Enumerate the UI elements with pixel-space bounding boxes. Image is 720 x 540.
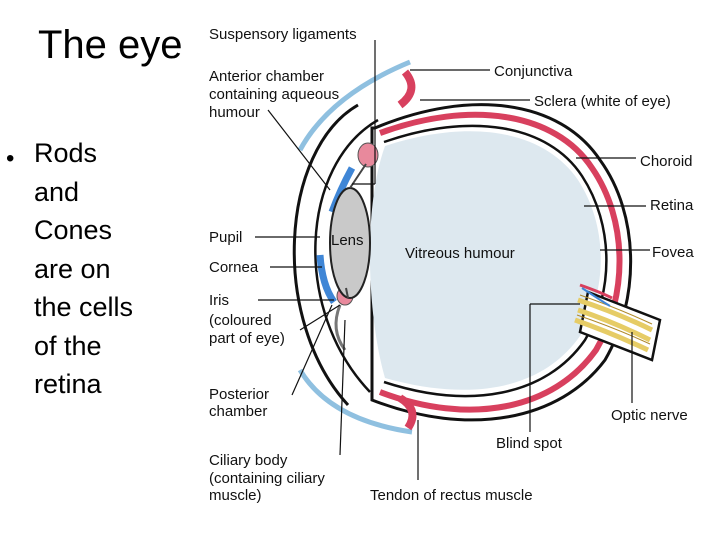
retina-layer (383, 124, 608, 398)
ciliary-body-lower (334, 304, 347, 351)
label-retina: Retina (650, 197, 694, 214)
label-pupil: Pupil (209, 229, 242, 246)
label-anterior-2: containing aqueous (209, 86, 339, 103)
bullet-line: retina (34, 369, 102, 399)
label-choroid: Choroid (640, 153, 693, 170)
label-blind: Blind spot (496, 435, 563, 452)
label-ciliary-3: muscle) (209, 487, 262, 504)
label-cornea: Cornea (209, 259, 259, 276)
bullet-line: the cells (34, 292, 134, 322)
label-ciliary-1: Ciliary body (209, 452, 288, 469)
conjunctiva-upper (297, 59, 411, 152)
tendon-lower (397, 394, 417, 431)
conjunctiva-lower (297, 368, 413, 435)
label-sclera: Sclera (white of eye) (534, 93, 671, 110)
vitreous-body (369, 131, 601, 390)
bullet-text: Rods and Cones are on the cells of the r… (34, 134, 133, 404)
bullet-line: and (34, 176, 80, 207)
label-lens: Lens (331, 232, 364, 249)
iris-upper (328, 166, 356, 214)
label-posterior-2: chamber (209, 403, 267, 420)
label-iris-3: part of eye) (209, 330, 285, 347)
label-anterior-3: humour (209, 104, 260, 121)
label-posterior-1: Posterior (209, 386, 269, 403)
optic-nerve-fibers (574, 283, 654, 353)
choroid-layer (378, 111, 623, 413)
label-vitreous: Vitreous humour (405, 245, 515, 262)
bullet-line: are on (34, 253, 111, 284)
label-ciliary-2: (containing ciliary (209, 470, 325, 487)
iris-lower (316, 254, 337, 305)
label-anterior-1: Anterior chamber (209, 68, 324, 85)
label-tendon: Tendon of rectus muscle (370, 487, 533, 504)
label-optic: Optic nerve (611, 407, 688, 424)
label-iris-2: (coloured (209, 312, 272, 329)
bullet-line: Rods (34, 138, 98, 168)
slide-title: The eye (38, 23, 183, 67)
leader-lines (255, 40, 650, 480)
label-fovea: Fovea (652, 244, 694, 261)
suspensory-lower (345, 287, 349, 299)
ciliary-upper (357, 142, 379, 168)
label-conjunctiva: Conjunctiva (494, 63, 573, 80)
label-suspensory: Suspensory ligaments (209, 26, 357, 43)
label-iris-1: Iris (209, 292, 229, 309)
tendon-upper (397, 69, 416, 109)
sclera-outer (370, 103, 633, 422)
bullet-line: Cones (34, 215, 113, 245)
bullet-line: of the (34, 330, 102, 361)
cornea-outer (292, 103, 359, 407)
bullet-dot: • (6, 145, 15, 172)
